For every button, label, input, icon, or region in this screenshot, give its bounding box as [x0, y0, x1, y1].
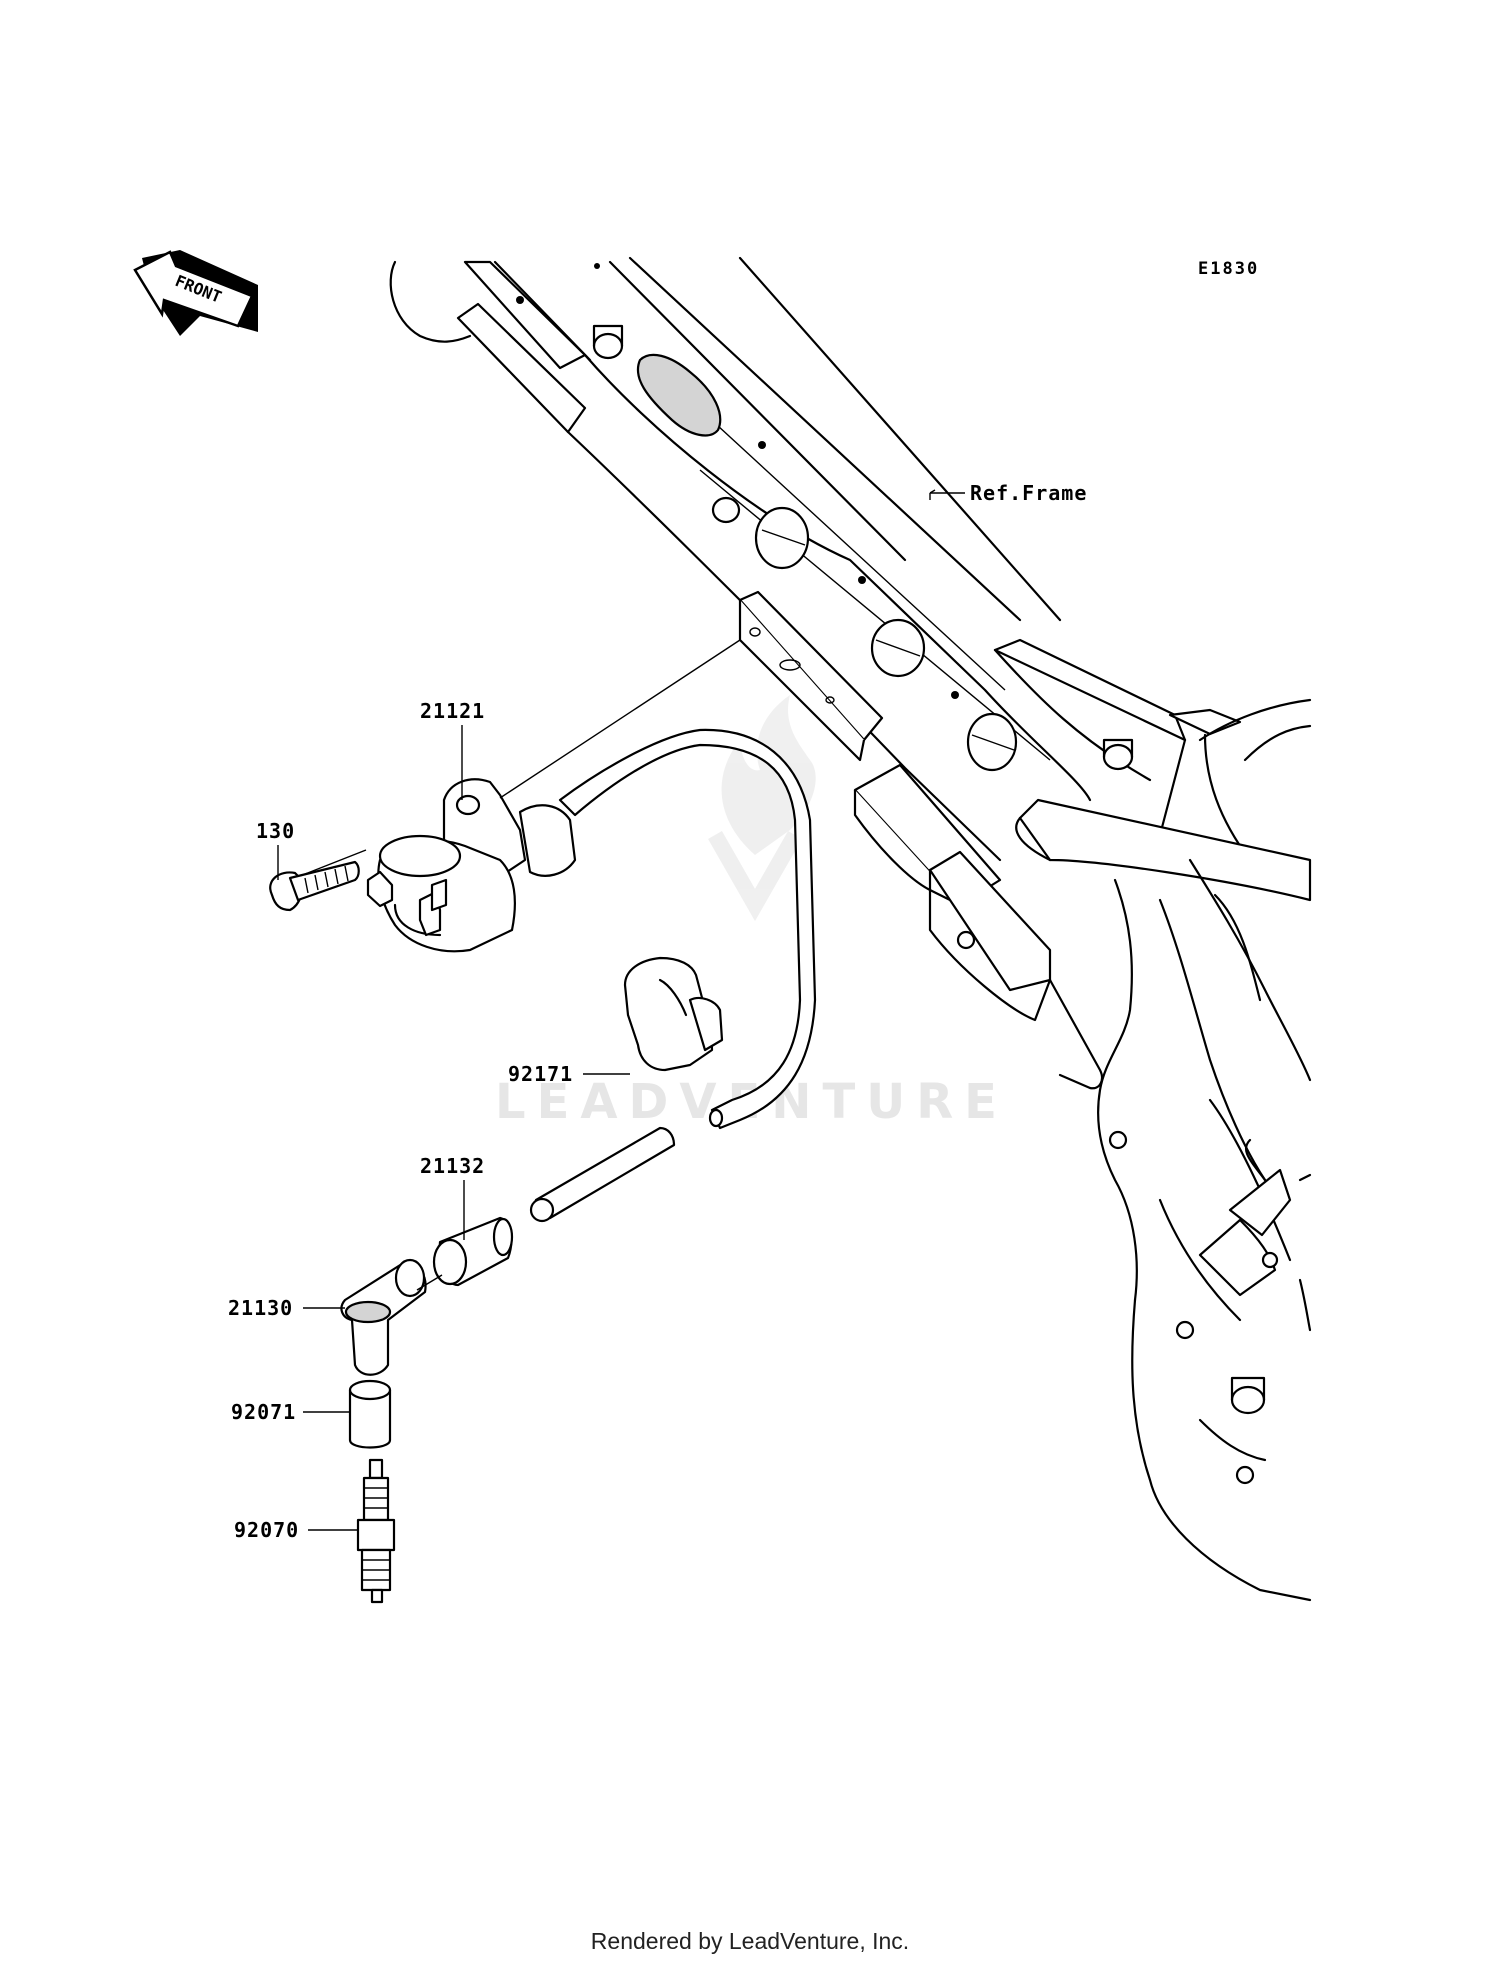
label-21121: 21121 — [420, 699, 485, 723]
label-21132: 21132 — [420, 1154, 485, 1178]
label-92070: 92070 — [234, 1518, 299, 1542]
clamp-drawing — [623, 956, 724, 1072]
label-92171: 92171 — [508, 1062, 573, 1086]
spark-plug-drawing — [356, 1458, 396, 1604]
frame-drawing — [389, 256, 1312, 1602]
label-92071: 92071 — [231, 1400, 296, 1424]
plug-cap-drawing — [340, 1258, 427, 1376]
diagram-code: E1830 — [1198, 259, 1259, 279]
cap-21132-drawing — [432, 1216, 514, 1287]
footer-credit: Rendered by LeadVenture, Inc. — [590, 1928, 910, 1954]
watermark-logo — [708, 695, 816, 922]
label-21130: 21130 — [228, 1296, 293, 1320]
sleeve-drawing — [348, 1379, 392, 1449]
leader-lines — [277, 489, 965, 1531]
ignition-coil-drawing — [366, 728, 817, 1223]
label-ref-frame: Ref.Frame — [970, 481, 1087, 505]
front-arrow-icon: FRONT — [133, 250, 258, 336]
bolt-drawing — [269, 860, 360, 912]
label-130: 130 — [256, 819, 295, 843]
